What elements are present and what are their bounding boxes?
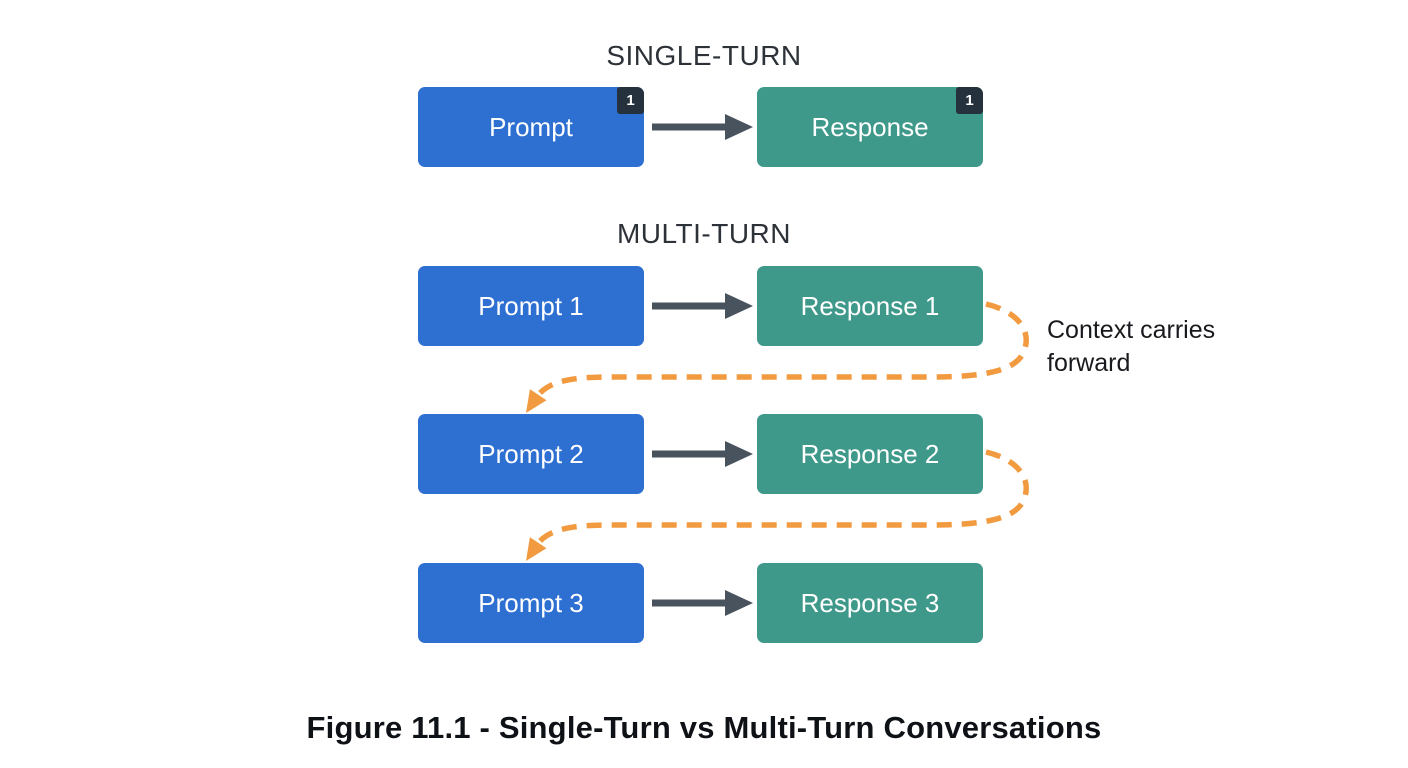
response-label: Response 2 — [800, 438, 940, 469]
response-label: Response — [811, 111, 929, 142]
turn-count-badge: 1 — [617, 87, 644, 114]
single-prompt-box: Prompt 1 — [418, 87, 644, 167]
prompt-label: Prompt 2 — [478, 438, 584, 469]
response-label: Response 3 — [800, 587, 940, 618]
context-note: Context carries forward — [1047, 316, 1216, 377]
multi-turn-title: MULTI-TURN — [616, 218, 791, 249]
prompt-label: Prompt — [489, 111, 573, 142]
multi-response-box-1: Response 1 — [757, 266, 983, 346]
multi-prompt-box-3: Prompt 3 — [418, 563, 644, 643]
single-turn-title: SINGLE-TURN — [606, 40, 802, 71]
multi-response-box-3: Response 3 — [757, 563, 983, 643]
prompt-label: Prompt 3 — [478, 587, 584, 618]
prompt-label: Prompt 1 — [478, 290, 584, 321]
response-label: Response 1 — [800, 290, 940, 321]
figure-caption: Figure 11.1 - Single-Turn vs Multi-Turn … — [306, 710, 1102, 745]
multi-prompt-box-1: Prompt 1 — [418, 266, 644, 346]
multi-response-box-2: Response 2 — [757, 414, 983, 494]
single-response-box: Response 1 — [757, 87, 983, 167]
multi-prompt-box-2: Prompt 2 — [418, 414, 644, 494]
turn-count-badge: 1 — [956, 87, 983, 114]
